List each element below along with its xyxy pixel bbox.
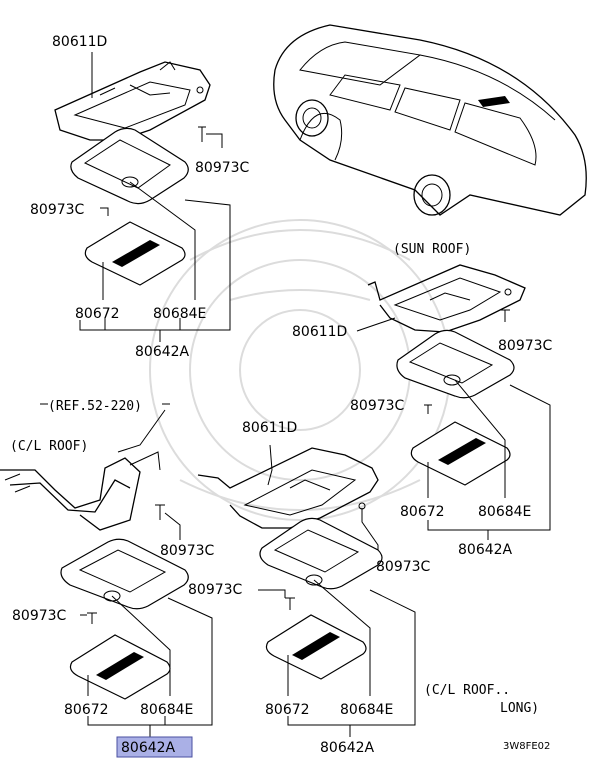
- label-right-bolt-left: 80973C: [350, 398, 405, 414]
- label-ref: (REF.52-220): [48, 399, 142, 414]
- label-mid-bolt-left: 80973C: [188, 582, 243, 598]
- label-cl-roof: (C/L ROOF): [10, 439, 88, 454]
- label-cl-roof-long-1: (C/L ROOF..: [424, 683, 510, 698]
- vehicle-illustration: [273, 24, 587, 216]
- label-top-rail: 80611D: [52, 34, 107, 50]
- label-left-bolt-right: 80973C: [160, 543, 215, 559]
- sunroof-assembly: [367, 264, 551, 531]
- label-right-bolt-right: 80973C: [498, 338, 553, 354]
- label-top-bulb: 80684E: [153, 306, 206, 322]
- label-top-lens: 80672: [75, 306, 120, 322]
- label-right-bulb: 80684E: [478, 504, 531, 520]
- label-left-bulb: 80684E: [140, 702, 193, 718]
- label-mid-bolt-right: 80973C: [376, 559, 431, 575]
- top-assembly: [54, 61, 231, 331]
- label-mid-lens: 80672: [265, 702, 310, 718]
- sunroof-marker: [478, 96, 510, 107]
- label-mid-assy: 80642A: [320, 740, 375, 756]
- figure-code: 3W8FE02: [503, 741, 550, 752]
- label-top-assy: 80642A: [135, 344, 190, 360]
- highlight-left-assy[interactable]: [116, 736, 193, 758]
- label-right-lens: 80672: [400, 504, 445, 520]
- label-sun-roof: (SUN ROOF): [393, 242, 471, 257]
- label-mid-rail: 80611D: [242, 420, 297, 436]
- label-top-bolt-left: 80973C: [30, 202, 85, 218]
- label-cl-roof-long-2: LONG): [500, 701, 539, 716]
- cl-roof-assembly: [0, 409, 213, 737]
- middle-assembly: [197, 444, 416, 726]
- label-mid-bulb: 80684E: [340, 702, 393, 718]
- label-left-assy[interactable]: 80642A: [121, 740, 176, 756]
- label-left-bolt-left: 80973C: [12, 608, 67, 624]
- label-right-rail: 80611D: [292, 324, 347, 340]
- label-top-bolt-right: 80973C: [195, 160, 250, 176]
- label-left-lens: 80672: [64, 702, 109, 718]
- label-right-assy: 80642A: [458, 542, 513, 558]
- leader-right-rail: [356, 317, 396, 332]
